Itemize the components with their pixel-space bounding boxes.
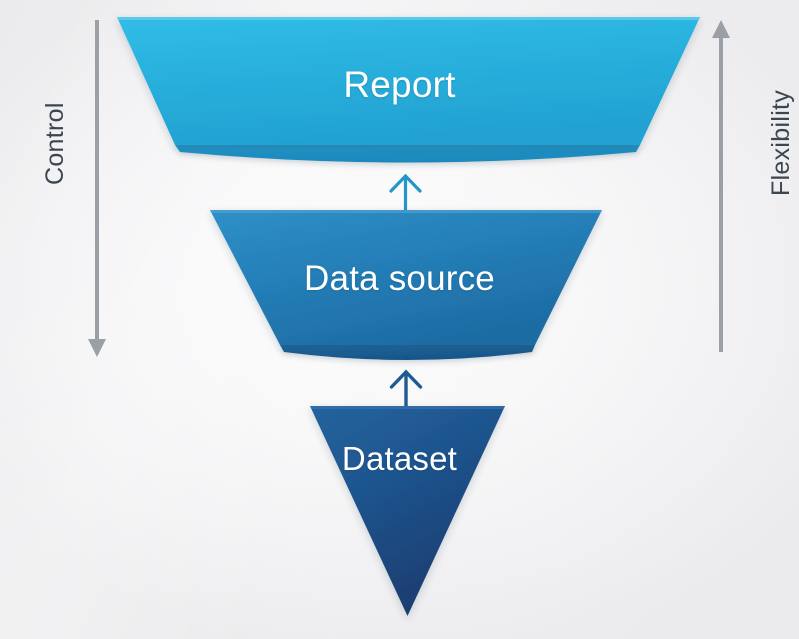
flexibility-axis [712,20,730,352]
stage-dataset-shape[interactable] [310,406,505,616]
control-axis [88,20,106,357]
stage-data-source[interactable] [210,210,602,360]
connector-source-to-report [389,173,422,212]
stage-dataset[interactable] [310,406,505,616]
stage-dataset-top-highlight [310,406,505,409]
connector-dataset-to-source-head [389,369,423,389]
stage-report[interactable] [117,17,700,163]
stage-data-source-top-highlight [210,210,602,213]
stage-report-top-highlight [117,17,700,20]
connector-dataset-to-source [389,369,423,408]
flexibility-axis-label: Flexibility [767,89,795,196]
connector-source-to-report-head [389,173,422,193]
stage-report-shadow-ribbon [175,145,640,163]
stage-data-source-shadow-ribbon [280,345,535,360]
stage-data-source-shape[interactable] [210,210,602,345]
control-axis-label: Control [41,102,69,185]
control-axis-arrowhead-down [88,339,106,357]
stage-report-shape[interactable] [117,17,700,145]
flexibility-axis-arrowhead-up [712,20,730,38]
